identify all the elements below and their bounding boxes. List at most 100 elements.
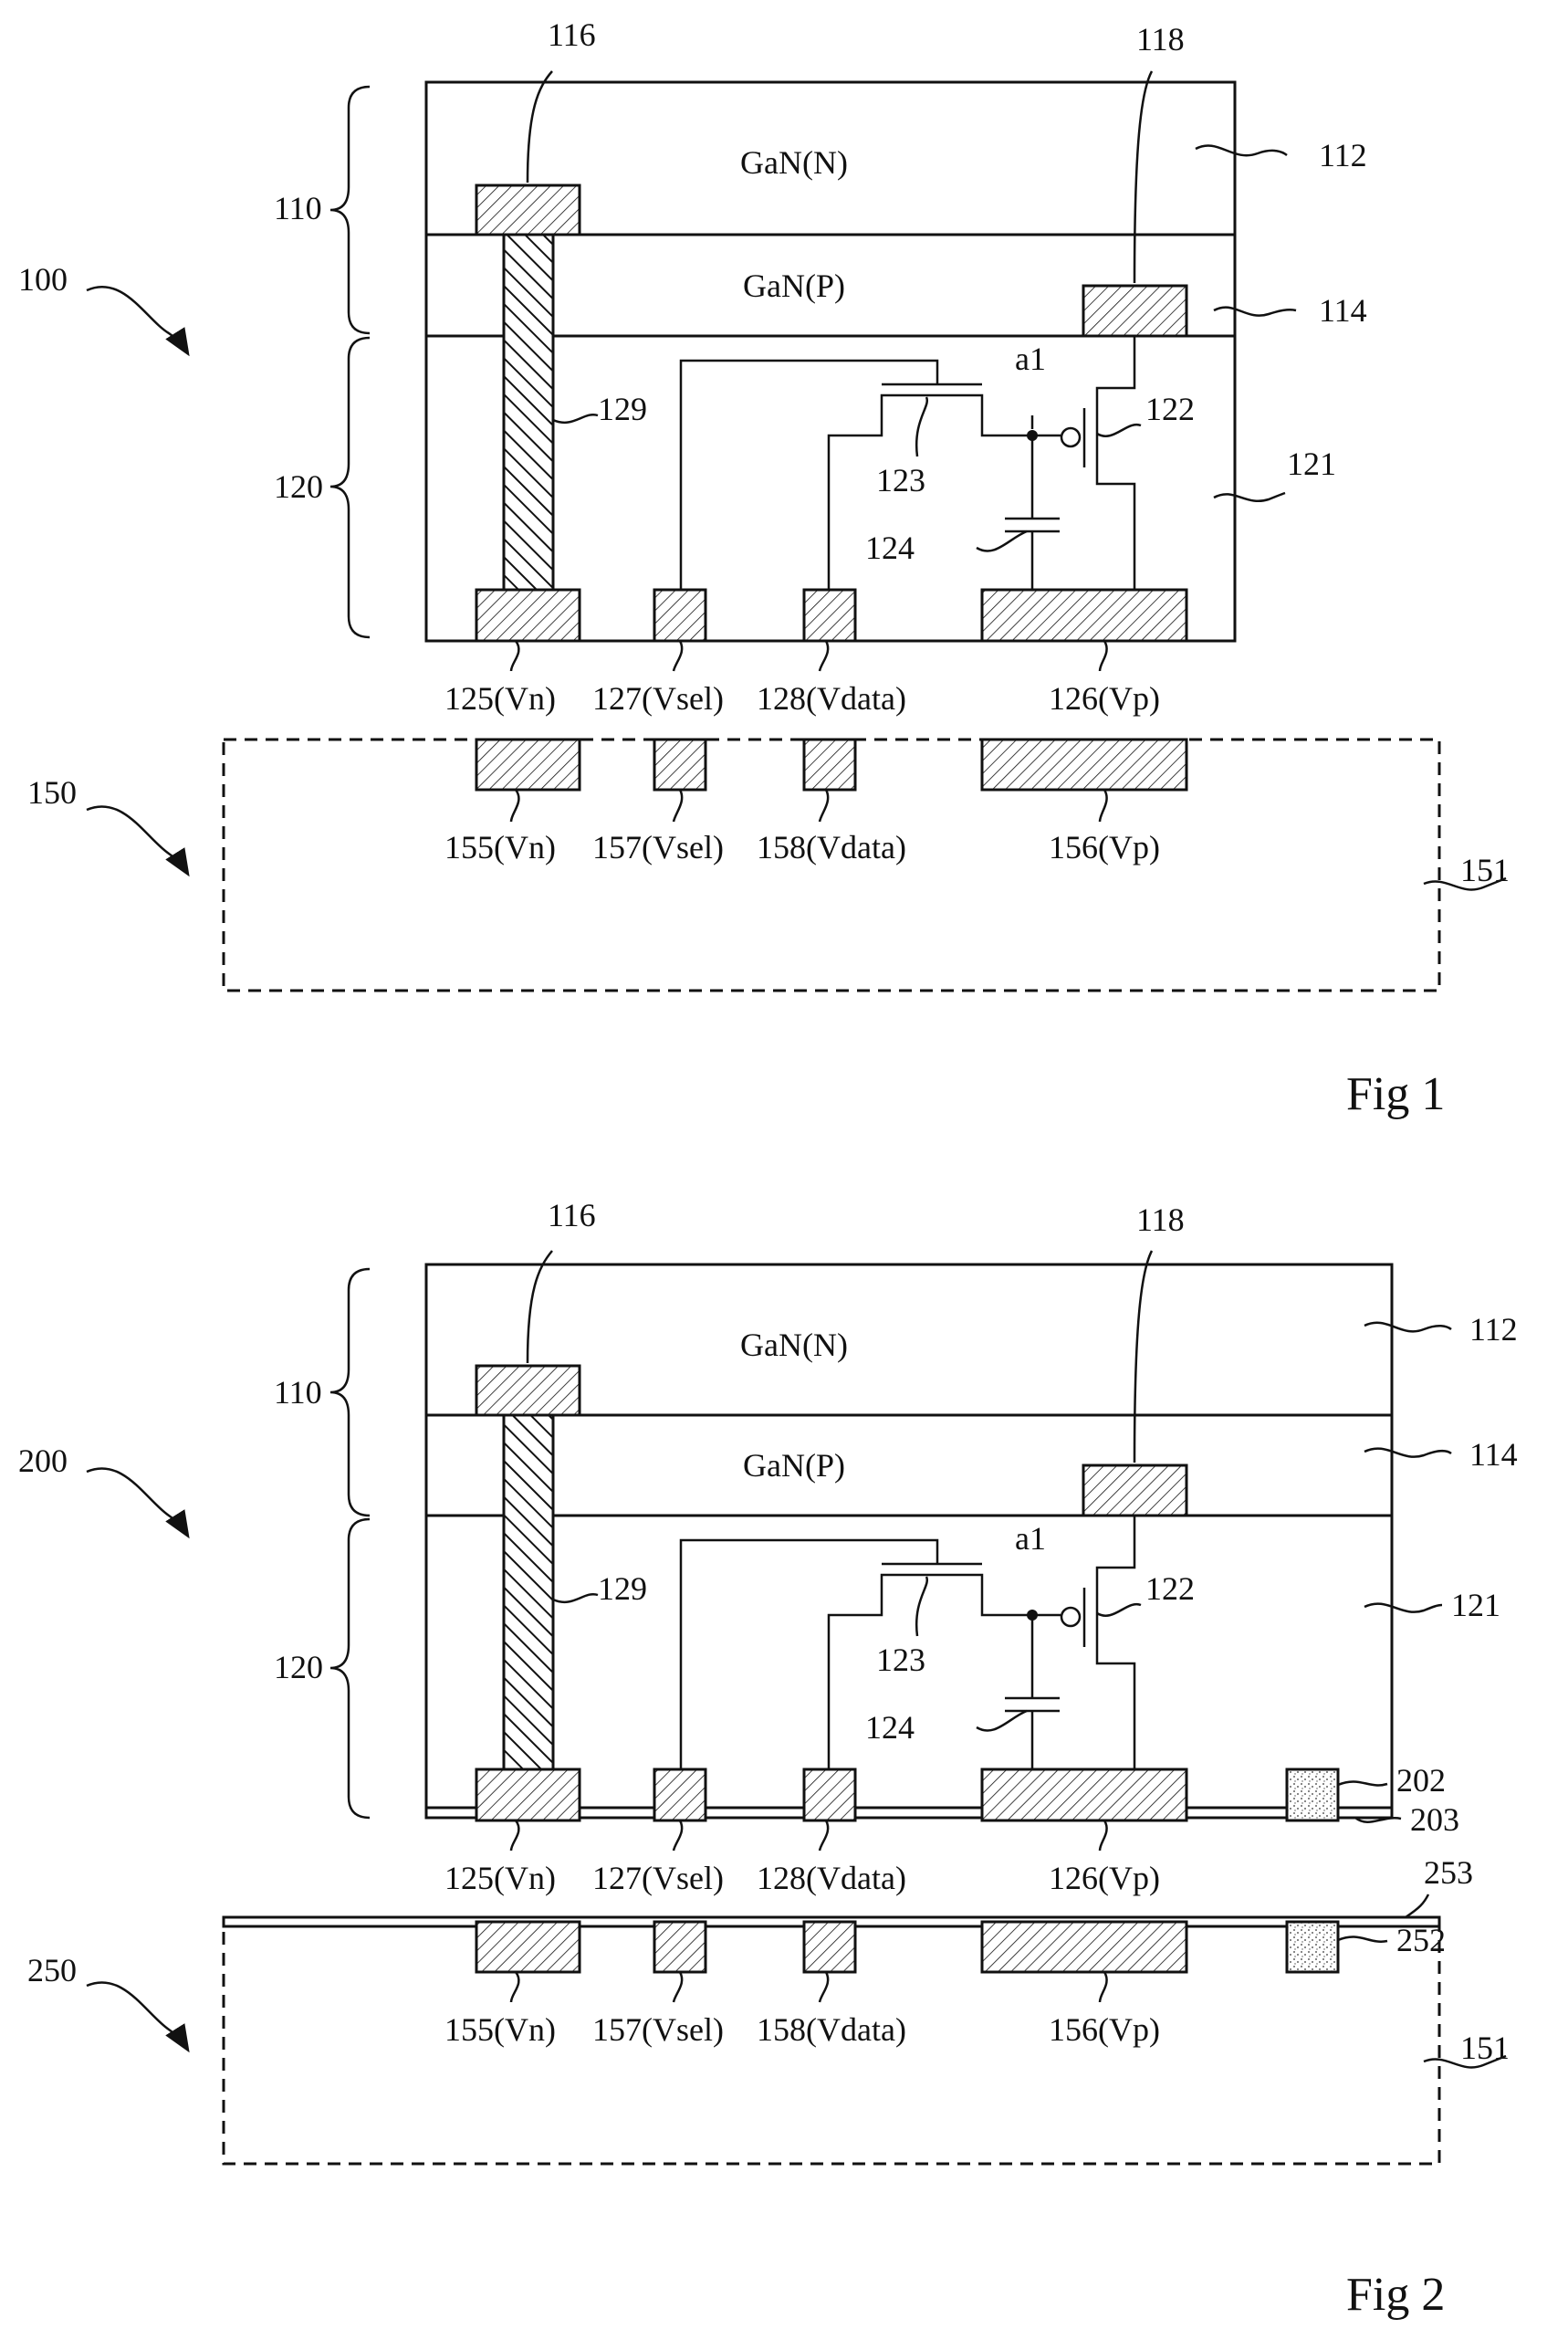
figure-2: GaN(N) GaN(P) 112 114 121 202 203 253 25… (18, 1197, 1518, 2321)
brace-120 (330, 1519, 370, 1818)
label-123: 123 (876, 462, 925, 498)
pad-158 (804, 740, 855, 790)
bonding-pad-202 (1287, 1769, 1338, 1820)
label-a1: a1 (1015, 1520, 1046, 1557)
label-252: 252 (1396, 1922, 1446, 1958)
label-118: 118 (1136, 1201, 1185, 1238)
electrode-118 (1083, 1465, 1186, 1516)
label-gan-p: GaN(P) (743, 268, 845, 304)
electrode-116 (476, 1366, 580, 1415)
pad-157 (654, 1922, 706, 1972)
leader-126 (1100, 1820, 1107, 1851)
label-120: 120 (274, 1649, 323, 1685)
leader-128 (820, 1820, 828, 1851)
label-110: 110 (274, 190, 322, 226)
label-126: 126(Vp) (1049, 680, 1160, 717)
label-122: 122 (1145, 391, 1195, 427)
label-158: 158(Vdata) (757, 829, 906, 866)
label-150: 150 (27, 774, 77, 811)
leader-125 (511, 1820, 518, 1851)
pad-127 (654, 590, 706, 641)
leader-128 (820, 641, 828, 671)
label-155: 155(Vn) (444, 829, 556, 866)
label-127: 127(Vsel) (592, 1860, 724, 1896)
bonding-pad-252 (1287, 1922, 1338, 1972)
node-a1-dot (1027, 430, 1038, 441)
label-250: 250 (27, 1952, 77, 1988)
label-116: 116 (548, 1197, 596, 1233)
label-112: 112 (1319, 137, 1367, 173)
pad-128 (804, 1769, 855, 1820)
label-124: 124 (865, 530, 915, 566)
via-129 (504, 1414, 553, 1770)
node-a1-dot (1027, 1610, 1038, 1621)
brace-120 (330, 338, 370, 637)
label-118: 118 (1136, 21, 1185, 58)
arrow-250 (87, 1982, 187, 2049)
label-125: 125(Vn) (444, 680, 556, 717)
figure-2-caption: Fig 2 (1346, 2269, 1445, 2321)
pad-155 (476, 740, 580, 790)
pad-158 (804, 1922, 855, 1972)
pad-128 (804, 590, 855, 641)
label-155: 155(Vn) (444, 2011, 556, 2048)
arrow-150 (87, 806, 187, 873)
label-156: 156(Vp) (1049, 2011, 1160, 2048)
label-gan-n: GaN(N) (740, 1327, 848, 1363)
label-128: 128(Vdata) (757, 680, 906, 717)
label-gan-p: GaN(P) (743, 1447, 845, 1484)
label-100: 100 (18, 261, 68, 298)
label-110: 110 (274, 1374, 322, 1411)
label-129: 129 (598, 1570, 647, 1607)
label-129: 129 (598, 391, 647, 427)
leader-127 (674, 1820, 682, 1851)
label-123: 123 (876, 1642, 925, 1678)
label-125: 125(Vn) (444, 1860, 556, 1896)
brace-110 (330, 1269, 370, 1516)
pad-126 (982, 590, 1186, 641)
arrow-100 (87, 287, 187, 352)
figure-1-caption: Fig 1 (1346, 1068, 1445, 1120)
arrow-200 (87, 1468, 187, 1535)
label-127: 127(Vsel) (592, 680, 724, 717)
pad-155 (476, 1922, 580, 1972)
label-157: 157(Vsel) (592, 829, 724, 866)
leader-125 (511, 641, 518, 671)
label-121: 121 (1451, 1587, 1500, 1623)
label-gan-n: GaN(N) (740, 144, 848, 181)
label-158: 158(Vdata) (757, 2011, 906, 2048)
leader-127 (674, 641, 682, 671)
label-116: 116 (548, 16, 596, 53)
label-122: 122 (1145, 1570, 1195, 1607)
electrode-116 (476, 185, 580, 235)
label-114: 114 (1469, 1436, 1518, 1473)
label-a1: a1 (1015, 341, 1046, 377)
leader-253 (1406, 1894, 1428, 1917)
label-151: 151 (1460, 2030, 1510, 2066)
pad-125 (476, 1769, 580, 1820)
brace-110 (330, 87, 370, 333)
label-128: 128(Vdata) (757, 1860, 906, 1896)
pad-125 (476, 590, 580, 641)
label-120: 120 (274, 468, 323, 505)
pad-157 (654, 740, 706, 790)
label-202: 202 (1396, 1762, 1446, 1799)
electrode-118 (1083, 286, 1186, 336)
label-200: 200 (18, 1443, 68, 1479)
figure-1: GaN(N) GaN(P) 112 114 121 116 118 129 12… (18, 16, 1510, 1120)
label-126: 126(Vp) (1049, 1860, 1160, 1896)
label-151: 151 (1460, 852, 1510, 888)
label-121: 121 (1287, 446, 1336, 482)
label-114: 114 (1319, 292, 1367, 329)
label-203: 203 (1410, 1801, 1459, 1838)
pad-126 (982, 1769, 1186, 1820)
label-124: 124 (865, 1709, 915, 1746)
pad-156 (982, 1922, 1186, 1972)
pad-127 (654, 1769, 706, 1820)
label-253: 253 (1424, 1854, 1473, 1891)
label-157: 157(Vsel) (592, 2011, 724, 2048)
pad-156 (982, 740, 1186, 790)
label-156: 156(Vp) (1049, 829, 1160, 866)
leader-126 (1100, 641, 1107, 671)
